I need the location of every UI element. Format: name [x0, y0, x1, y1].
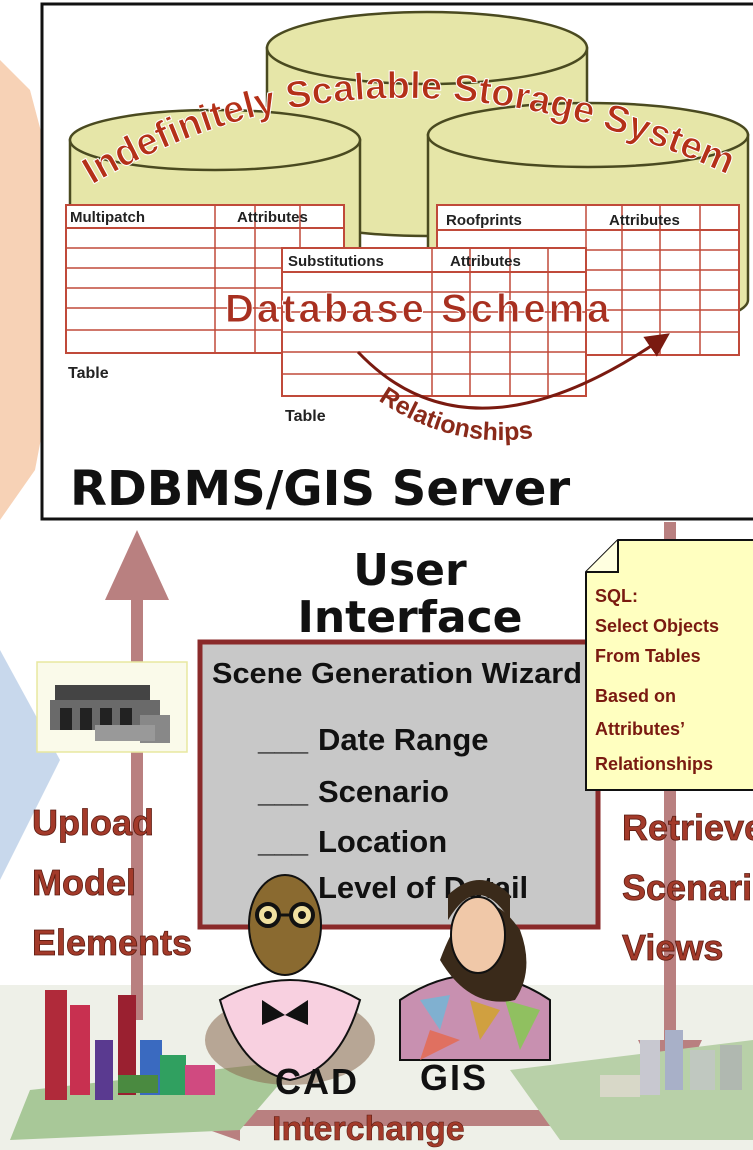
ui-title-line2: Interface [297, 592, 522, 643]
option-blank: ___ [257, 724, 308, 757]
table-left-caption: Table [68, 365, 109, 382]
option-blank: ___ [257, 826, 308, 859]
upload-line-2: Model [32, 862, 136, 903]
right-city-model [510, 1030, 753, 1140]
sql-line-3: From Tables [595, 646, 701, 666]
wizard-option-date-range[interactable]: ___ Date Range [257, 722, 489, 757]
table-right-col2: Attributes [609, 212, 680, 229]
interchange-label: Interchange [272, 1110, 465, 1148]
retrieve-line-1: Retrieve [622, 807, 753, 848]
sql-line-1: SQL: [595, 586, 638, 606]
table-middle-col1: Substitutions [288, 253, 384, 270]
cad-person [205, 874, 375, 1085]
retrieve-label: Retrieve Scenario Views [622, 807, 753, 969]
table-substitutions: Substitutions Attributes Table [281, 247, 587, 425]
database-schema-title: Database Schema [225, 287, 612, 331]
option-label: Location [318, 824, 447, 859]
sql-note: SQL: Select Objects From Tables Based on… [585, 539, 753, 791]
ui-title-line1: User [353, 545, 467, 596]
table-middle-caption: Table [285, 408, 326, 425]
retrieve-line-3: Views [622, 927, 723, 968]
wizard-option-location[interactable]: ___ Location [257, 824, 447, 859]
scene-generation-wizard[interactable]: Scene Generation Wizard ___ Date Range _… [197, 639, 601, 930]
table-middle-col2: Attributes [450, 253, 521, 270]
model-element-image [36, 661, 188, 753]
rdbms-gis-server-box: Multipatch Attributes Table Roofprints A… [40, 2, 753, 521]
left-city-model [10, 990, 300, 1140]
relationships-arrow [356, 333, 670, 410]
left-peach-chevron [0, 60, 75, 520]
upload-line-3: Elements [32, 922, 192, 963]
gis-person [399, 880, 551, 1061]
sql-line-2: Select Objects [595, 616, 719, 636]
sql-line-6: Relationships [595, 754, 713, 774]
upload-label: Upload Model Elements [32, 802, 193, 964]
table-left-col1: Multipatch [70, 209, 145, 226]
table-left-col2: Attributes [237, 209, 308, 226]
wizard-option-scenario[interactable]: ___ Scenario [257, 774, 449, 809]
left-blue-chevron [0, 650, 60, 880]
option-label: Scenario [318, 774, 449, 809]
upload-line-1: Upload [32, 802, 154, 843]
table-right-col1: Roofprints [446, 212, 522, 229]
server-title: RDBMS/GIS Server [70, 461, 570, 517]
wizard-title: Scene Generation Wizard [212, 658, 582, 690]
option-blank: ___ [257, 776, 308, 809]
retrieve-line-2: Scenario [622, 867, 753, 908]
sql-line-4: Based on [595, 686, 676, 706]
cad-label: CAD [275, 1061, 359, 1102]
option-label: Date Range [318, 722, 489, 757]
gis-label: GIS [420, 1057, 488, 1098]
sql-line-5: Attributes’ [595, 719, 685, 739]
